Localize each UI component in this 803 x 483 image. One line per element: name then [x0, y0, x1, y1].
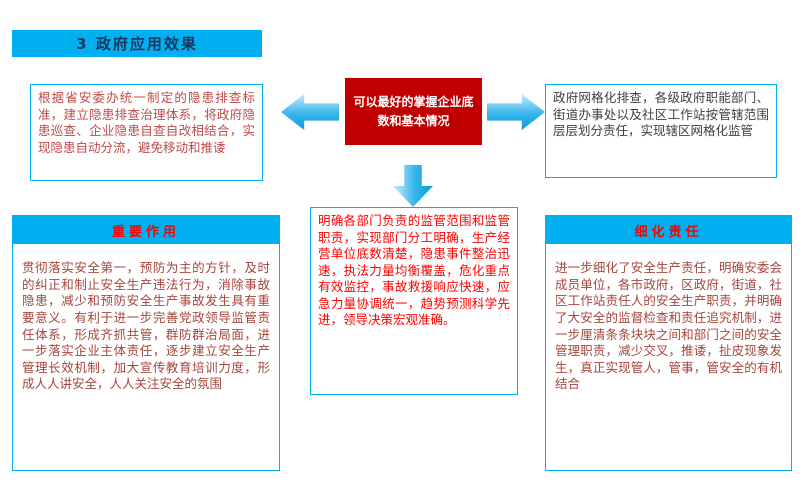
refined-responsibility-body: 进一步细化了安全生产责任，明确安委会成员单位，各市政府，区政府，街道，社区工作站…: [546, 244, 791, 401]
refined-responsibility-header: 细化责任: [546, 216, 791, 244]
department-duty-box: 明确各部门负责的监管范围和监管职责，实现部门分工明确，生产经营单位底数清楚，隐患…: [310, 207, 518, 395]
important-role-panel: 重要作用 贯彻落实安全第一，预防为主的方针，及时的纠正和制止安全生产违法行为，消…: [12, 215, 280, 471]
page-title: 3 政府应用效果: [12, 30, 262, 57]
page-title-text: 3 政府应用效果: [76, 35, 198, 53]
hazard-inspection-text: 根据省安委办统一制定的隐患排查标准，建立隐患排查治理体系，将政府隐患巡查、企业隐…: [38, 90, 255, 155]
important-role-header: 重要作用: [13, 216, 279, 244]
arrow-left-icon: [281, 94, 339, 130]
enterprise-overview-box: 可以最好的掌握企业底数和基本情况: [345, 78, 482, 145]
arrow-right-icon: [487, 94, 545, 130]
enterprise-overview-text: 可以最好的掌握企业底数和基本情况: [353, 94, 474, 128]
department-duty-text: 明确各部门负责的监管范围和监管职责，实现部门分工明确，生产经营单位底数清楚，隐患…: [318, 213, 510, 327]
important-role-header-text: 重要作用: [111, 224, 180, 240]
refined-responsibility-text: 进一步细化了安全生产责任，明确安委会成员单位，各市政府，区政府，街道，社区工作站…: [555, 260, 782, 392]
arrow-down-icon: [393, 165, 433, 207]
important-role-body: 贯彻落实安全第一，预防为主的方针，及时的纠正和制止安全生产违法行为，消除事故隐患…: [13, 244, 279, 401]
hazard-inspection-box: 根据省安委办统一制定的隐患排查标准，建立隐患排查治理体系，将政府隐患巡查、企业隐…: [30, 84, 263, 181]
grid-supervision-box: 政府网格化排查，各级政府职能部门、街道办事处以及社区工作站按管辖范围层层划分责任…: [545, 84, 777, 178]
refined-responsibility-panel: 细化责任 进一步细化了安全生产责任，明确安委会成员单位，各市政府，区政府，街道，…: [545, 215, 792, 471]
important-role-text: 贯彻落实安全第一，预防为主的方针，及时的纠正和制止安全生产违法行为，消除事故隐患…: [22, 260, 270, 392]
refined-responsibility-header-text: 细化责任: [634, 224, 703, 240]
grid-supervision-text: 政府网格化排查，各级政府职能部门、街道办事处以及社区工作站按管辖范围层层划分责任…: [553, 90, 769, 138]
